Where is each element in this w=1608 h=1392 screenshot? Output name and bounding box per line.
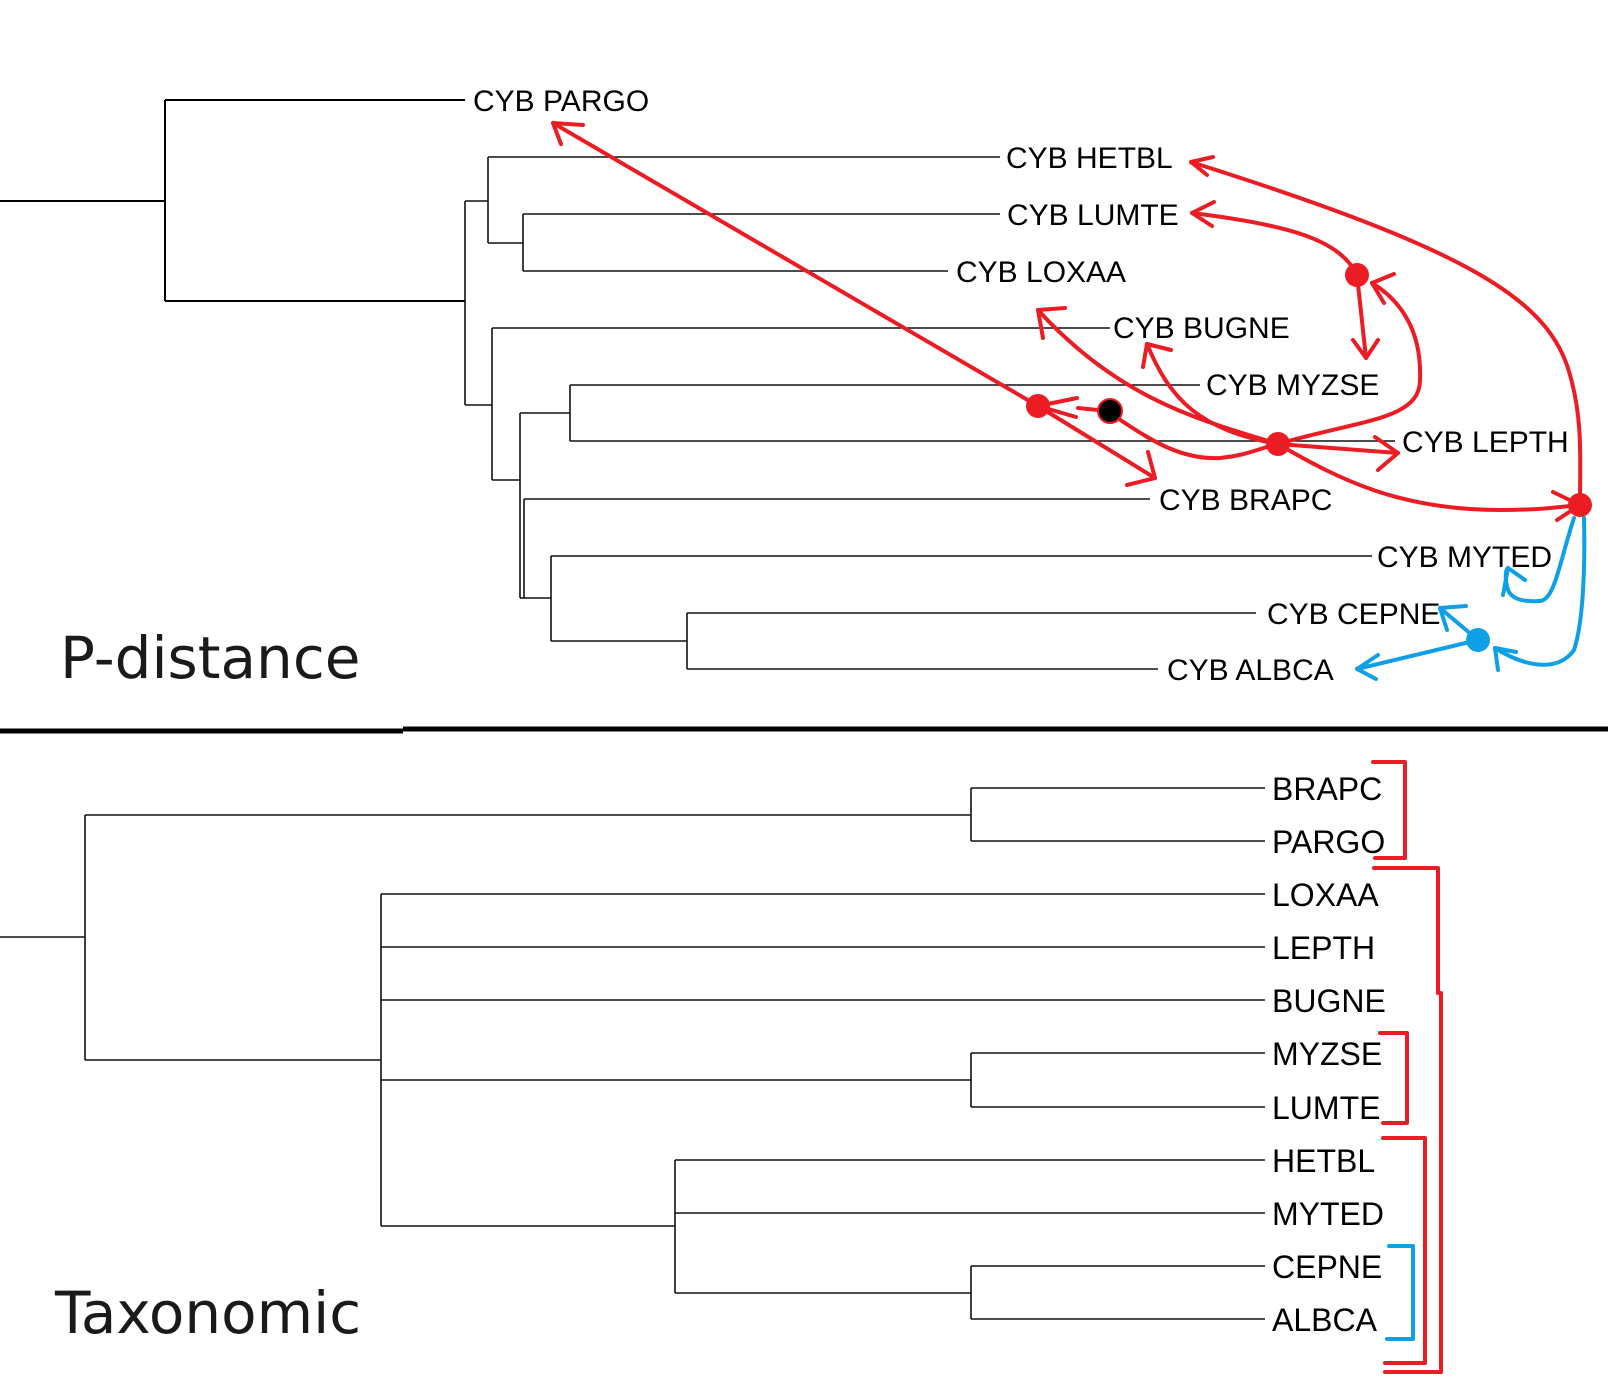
upper-tree <box>0 99 1395 670</box>
arrowhead-BRAPC <box>1125 450 1157 487</box>
leaf-label-BUGNE: CYB BUGNE <box>1113 312 1290 345</box>
arrow-to-LEPTH <box>1276 442 1400 455</box>
arrowhead-PARGO <box>551 121 585 146</box>
lower-leaf-MYZSE: MYZSE <box>1272 1036 1382 1072</box>
leaf-label-MYTED: CYB MYTED <box>1377 541 1552 574</box>
red-node-brapc <box>1026 394 1050 418</box>
bracket-myzse-lumte <box>1378 1031 1409 1125</box>
lower-leaf-LUMTE: LUMTE <box>1272 1090 1380 1126</box>
lower-leaf-ALBCA: ALBCA <box>1272 1302 1378 1338</box>
red-node-right <box>1568 493 1592 517</box>
arrow-to-BUGNE <box>1145 342 1280 446</box>
arrow-to-MYZSE <box>1355 273 1368 360</box>
bracket-ingroup <box>1372 866 1443 1374</box>
arrowhead-MYZSE <box>1351 338 1380 360</box>
leaf-label-LEPTH: CYB LEPTH <box>1402 426 1569 459</box>
blue-annotations <box>1355 516 1587 681</box>
bracket-brapc-pargo <box>1371 760 1407 860</box>
lower-leaf-PARGO: PARGO <box>1272 824 1385 860</box>
bracket-hetbl-albca <box>1381 1136 1427 1365</box>
leaf-label-CEPNE: CYB CEPNE <box>1267 598 1440 631</box>
leaf-label-HETBL: CYB HETBL <box>1006 142 1173 175</box>
lower-leaf-LEPTH: LEPTH <box>1272 930 1375 966</box>
arrow-lepth-to-lumte-node <box>1276 281 1423 446</box>
leaf-label-LUMTE: CYB LUMTE <box>1007 199 1179 232</box>
arrowhead-LOXAA <box>1036 306 1067 340</box>
arrow-right-to-blue-node <box>1493 516 1587 667</box>
arrow-to-BRAPC <box>1036 404 1157 480</box>
lower-tree <box>0 787 1265 1320</box>
upper-panel-title: P-distance <box>60 624 360 692</box>
red-node-lepth <box>1266 432 1290 456</box>
leaf-label-BRAPC: CYB BRAPC <box>1159 484 1332 517</box>
arrowhead-CEPNE <box>1438 604 1468 632</box>
lower-leaf-labels: BRAPC PARGO LOXAA LEPTH BUGNE MYZSE LUMT… <box>1272 771 1386 1338</box>
black-dot-marker <box>1097 398 1123 424</box>
arrow-to-ALBCA <box>1355 638 1480 671</box>
arrow-to-LUMTE <box>1190 211 1359 277</box>
arrowhead-LUMTE <box>1190 200 1216 228</box>
lower-leaf-MYTED: MYTED <box>1272 1196 1384 1232</box>
arrowhead-blue-node <box>1493 646 1518 672</box>
arrow-to-HETBL <box>1189 160 1583 507</box>
arrow-to-PARGO <box>551 121 1040 408</box>
lower-leaf-BUGNE: BUGNE <box>1272 983 1386 1019</box>
lower-panel-title: Taxonomic <box>54 1279 361 1347</box>
arrowhead-HETBL <box>1189 155 1215 177</box>
arrowhead-MYTED <box>1501 566 1527 597</box>
lower-leaf-BRAPC: BRAPC <box>1272 771 1382 807</box>
leaf-label-MYZSE: CYB MYZSE <box>1206 369 1379 402</box>
arrowhead-BUGNE <box>1141 342 1173 369</box>
red-node-lumte <box>1345 263 1369 287</box>
curve-black-to-lepth-node <box>1108 411 1280 461</box>
lower-leaf-LOXAA: LOXAA <box>1272 877 1379 913</box>
leaf-label-LOXAA: CYB LOXAA <box>956 256 1126 289</box>
leaf-label-ALBCA: CYB ALBCA <box>1167 654 1334 687</box>
arrowhead-LEPTH <box>1373 435 1400 472</box>
taxonomic-brackets <box>1371 760 1443 1374</box>
arrowhead-lumte-node <box>1370 272 1396 305</box>
lower-leaf-HETBL: HETBL <box>1272 1143 1375 1179</box>
upper-leaf-labels: CYB PARGO CYB HETBL CYB LUMTE CYB LOXAA … <box>473 85 1569 687</box>
arrowhead-ALBCA <box>1355 653 1380 681</box>
red-annotations <box>551 121 1592 522</box>
curve-lepth-to-right-node <box>1276 442 1582 512</box>
lower-leaf-CEPNE: CEPNE <box>1272 1249 1382 1285</box>
leaf-label-PARGO: CYB PARGO <box>473 85 649 118</box>
bracket-cepne-albca <box>1385 1244 1415 1341</box>
arrow-to-LOXAA <box>1036 308 1280 446</box>
blue-node <box>1466 628 1490 652</box>
